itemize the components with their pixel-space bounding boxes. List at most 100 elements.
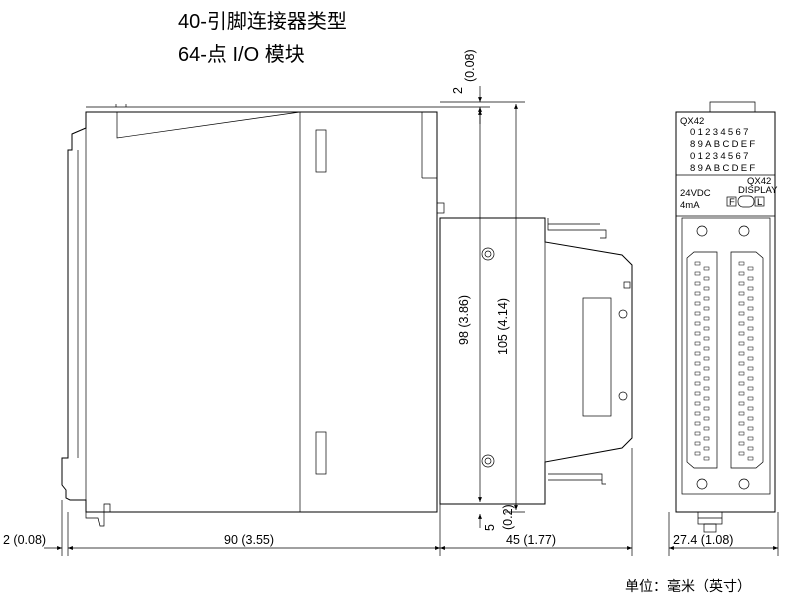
dim-width-27: 27.4 (1.08) [673,533,733,547]
dim-top-gap: 2 [451,87,465,94]
connector-pin [694,371,701,376]
connector-pin [703,366,710,371]
connector-pin [694,391,701,396]
side-view-module [61,104,445,527]
unit-note: 单位：毫米（英寸） [625,579,751,595]
connector-pin [747,406,754,411]
connector-pin [694,451,701,456]
connector-pin [738,431,745,436]
connector-pin [694,281,701,286]
connector-pin [747,336,754,341]
connector-pin [738,311,745,316]
connector-pin [747,306,754,311]
connector-pin [747,286,754,291]
connector-pin [747,316,754,321]
connector-pin [694,331,701,336]
dim-bottom-gap-inch: (0.2) [501,504,515,530]
connector-pin [694,351,701,356]
diagram-title-io-points: 64-点 I/O 模块 [178,44,305,66]
dim-height-105: 105 (4.14) [496,298,510,355]
led-row-2: 89ABCDEF [690,139,758,150]
connector-pin [738,411,745,416]
connector-pin [703,376,710,381]
model-label-side: QX42 [747,176,771,187]
connector-pin [703,336,710,341]
connector-pin [738,401,745,406]
connector-pin [747,296,754,301]
connector-pin [694,361,701,366]
led-row-1: 01234567 [690,127,751,138]
connector-pin [738,291,745,296]
connector-pin [694,431,701,436]
connector-pin [738,371,745,376]
connector-pin [738,441,745,446]
connector-pin [694,401,701,406]
connector-pin [703,286,710,291]
connector-pin [738,361,745,366]
connector-pin [703,456,710,461]
connector-pin [703,356,710,361]
connector-pin [703,306,710,311]
connector-pin [738,301,745,306]
connector-pin [738,451,745,456]
led-row-4: 89ABCDEF [690,163,758,174]
dim-bottom-gap: 5 [483,524,497,531]
dim-left-gap: 2 (0.08) [3,533,46,547]
connector-pin [703,296,710,301]
connector-pin [747,436,754,441]
dim-depth-90: 90 (3.55) [224,533,274,547]
connector-pin [747,266,754,271]
connector-pin [747,396,754,401]
connector-pin [738,261,745,266]
connector-pin [703,386,710,391]
dim-height-98: 98 (3.86) [457,295,471,345]
connector-pin [747,276,754,281]
connector-pin [747,356,754,361]
connector-screw-top-icon [481,247,495,261]
voltage-label: 24VDC [680,188,711,199]
connector-pin [694,321,701,326]
connector-pin [747,416,754,421]
connector-pin [738,381,745,386]
connector-pin [703,396,710,401]
connector-pin [738,351,745,356]
connector-pin [738,341,745,346]
connector-pin [703,446,710,451]
side-view-connector [439,217,633,505]
current-label: 4mA [680,200,700,211]
connector-pin [738,331,745,336]
connector-pin [738,391,745,396]
connector-pin [703,266,710,271]
connector-pin [703,406,710,411]
connector-pin [703,276,710,281]
led-row-3: 01234567 [690,151,751,162]
connector-pin [694,271,701,276]
front-view-module [668,101,779,556]
connector-pins [694,261,754,461]
connector-pin [703,426,710,431]
connector-pin [694,381,701,386]
model-label-top: QX42 [680,116,704,127]
connector-pin [738,281,745,286]
connector-pin [747,446,754,451]
display-label: DISPLAY [738,185,778,196]
connector-pin [694,311,701,316]
connector-pin [694,301,701,306]
connector-pin [703,436,710,441]
connector-screw-bottom-icon [481,454,495,468]
connector-pin [747,386,754,391]
connector-pin [747,456,754,461]
switch-label-f: F [729,197,735,208]
connector-pin [747,366,754,371]
connector-pin [703,416,710,421]
connector-pin [703,326,710,331]
connector-pin [694,441,701,446]
switch-label-l: L [757,197,762,208]
connector-pin [694,421,701,426]
connector-pin [747,326,754,331]
dimension-lines [44,86,633,556]
connector-pin [694,341,701,346]
connector-pin [747,346,754,351]
connector-pin [738,271,745,276]
